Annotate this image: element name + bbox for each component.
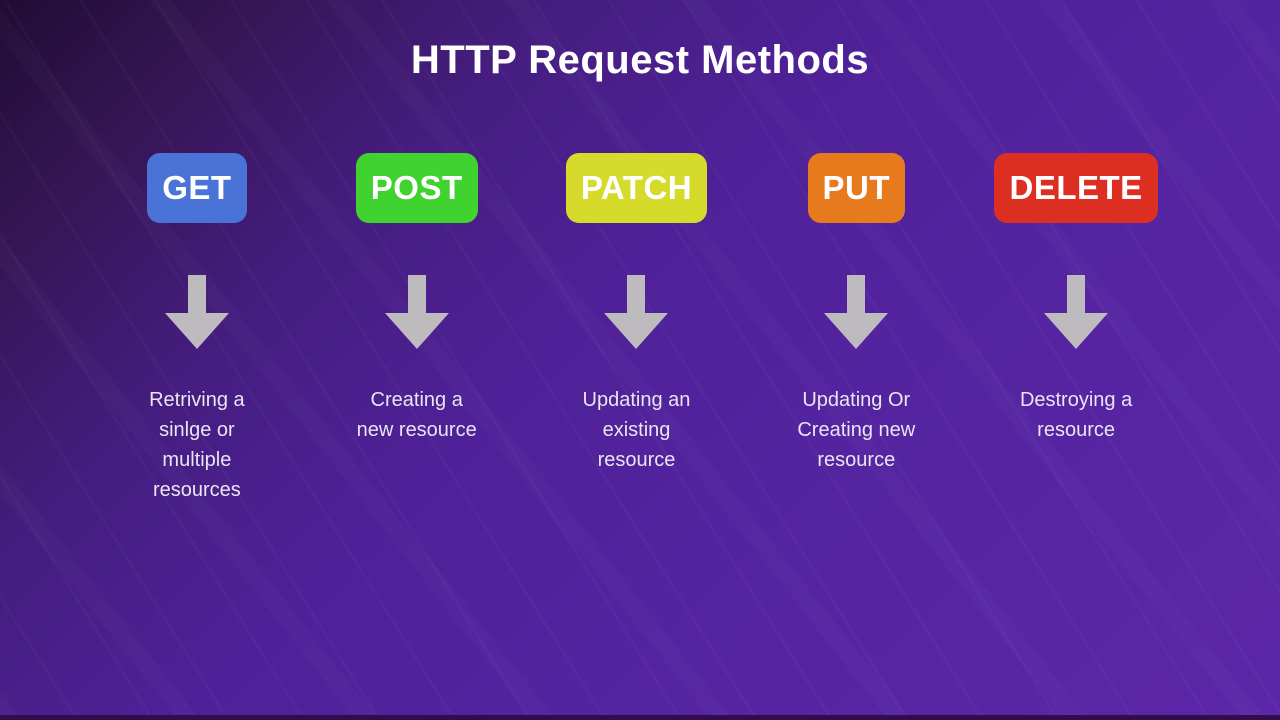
put-method-badge: PUT xyxy=(807,153,906,223)
patch-method-description: Updating an existing resource xyxy=(582,389,691,471)
column-get: GET Retriving a sinlge or multiple resou… xyxy=(87,153,307,505)
delete-method-badge: DELETE xyxy=(994,153,1158,223)
column-put: PUT Updating Or Creating new resource xyxy=(746,153,966,505)
column-delete: DELETE Destroying a resource xyxy=(966,153,1186,505)
down-arrow-icon xyxy=(824,275,889,349)
down-arrow-icon xyxy=(604,275,669,349)
down-arrow-icon xyxy=(384,275,449,349)
post-method-badge: POST xyxy=(355,153,478,223)
bottom-edge-bar xyxy=(0,715,1280,720)
method-columns: GET Retriving a sinlge or multiple resou… xyxy=(87,153,1186,505)
delete-method-description: Destroying a resource xyxy=(1019,389,1133,441)
page-title: HTTP Request Methods xyxy=(410,38,870,82)
patch-method-badge: PATCH xyxy=(565,153,708,223)
column-post: POST Creating a new resource xyxy=(307,153,527,505)
post-method-description: Creating a new resource xyxy=(356,389,477,441)
down-arrow-icon xyxy=(164,275,229,349)
get-method-badge: GET xyxy=(147,153,247,223)
put-method-description: Updating Or Creating new resource xyxy=(797,389,916,471)
get-method-description: Retriving a sinlge or multiple resources xyxy=(149,389,245,501)
down-arrow-icon xyxy=(1044,275,1109,349)
column-patch: PATCH Updating an existing resource xyxy=(527,153,747,505)
